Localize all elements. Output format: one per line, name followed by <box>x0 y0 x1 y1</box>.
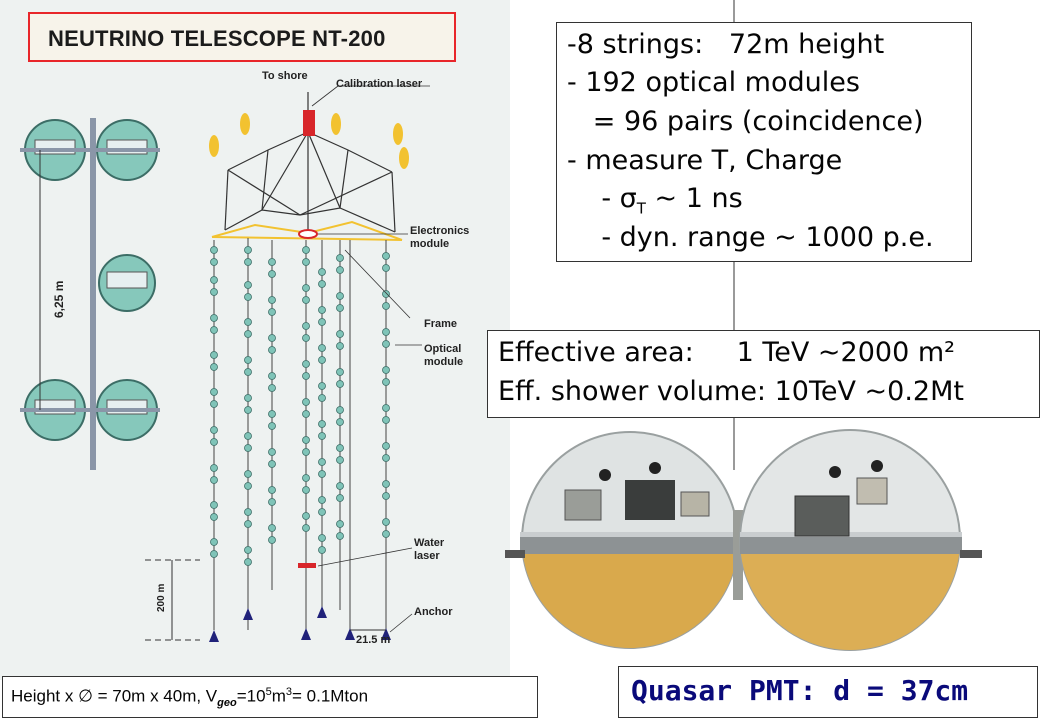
pmt-sphere-right <box>739 429 982 651</box>
height-caption-geo: geo <box>217 697 237 710</box>
effective-area-line: Effective area: 1 TeV ~2000 m² <box>498 337 955 368</box>
height-caption-exp5: 5 <box>265 686 272 698</box>
height-caption-unit: m <box>271 686 286 706</box>
sigma-subscript: T <box>636 199 646 218</box>
dimension-marks <box>39 150 386 641</box>
height-caption: Height x ∅ = 70m x 40m, Vgeo=105m3= 0.1M… <box>11 686 368 709</box>
anchors <box>209 606 391 642</box>
frame-structure <box>224 92 396 233</box>
title-box: NEUTRINO TELESCOPE NT-200 <box>28 12 456 62</box>
specs-box: -8 strings: 72m height - 192 optical mod… <box>556 22 972 262</box>
height-caption-mid: =10 <box>236 686 266 706</box>
label-dim-200: 200 m <box>156 583 167 612</box>
module-pair-middle <box>98 254 156 312</box>
water-laser-icon <box>298 563 316 568</box>
label-water-laser: Water laser <box>414 537 445 562</box>
label-optical-module: Optical module <box>424 343 464 368</box>
label-electronics-module: Electronics module <box>410 225 470 250</box>
label-frame: Frame <box>424 318 458 330</box>
pmt-connector <box>505 510 743 600</box>
specs-line-sigma: - σT ~ 1 ns <box>567 183 743 218</box>
sigma-suffix: ~ 1 ns <box>645 183 743 214</box>
effective-area-box: Effective area: 1 TeV ~2000 m² Eff. show… <box>487 330 1040 418</box>
height-caption-prefix: Height x ∅ = 70m x 40m, V <box>11 686 218 706</box>
specs-line-modules: - 192 optical modules <box>567 67 860 98</box>
specs-line-dynrange: - dyn. range ~ 1000 p.e. <box>567 222 934 253</box>
shower-volume-line: Eff. shower volume: 10TeV ~0.2Mt <box>498 376 964 407</box>
height-caption-exp3: 3 <box>285 686 292 698</box>
label-dim-625: 6,25 m <box>52 280 66 318</box>
label-leader-lines <box>311 85 430 633</box>
pmt-sphere-left <box>520 431 742 649</box>
calibration-laser-icon <box>303 110 315 136</box>
module-pair-stack <box>20 118 160 470</box>
diagram-title: NEUTRINO TELESCOPE NT-200 <box>48 26 386 51</box>
buoys <box>209 113 409 169</box>
label-anchor: Anchor <box>414 606 453 618</box>
detector-diagram-panel: NEUTRINO TELESCOPE NT-200 To shore Calib… <box>0 0 510 680</box>
module-pair-bottom <box>20 379 160 441</box>
optical-modules <box>210 246 390 566</box>
specs-line-pairs: = 96 pairs (coincidence) <box>567 106 924 137</box>
label-dim-215: 21.5 m <box>356 634 391 646</box>
label-to-shore: To shore <box>262 70 308 82</box>
height-caption-suffix: = 0.1Mton <box>291 686 369 706</box>
electronics-module-icon <box>298 229 318 239</box>
sigma-prefix: - σ <box>567 183 637 214</box>
detector-diagram <box>20 85 430 642</box>
label-calibration-laser: Calibration laser <box>336 78 423 90</box>
specs-line-measure: - measure T, Charge <box>567 145 843 176</box>
height-caption-box: Height x ∅ = 70m x 40m, Vgeo=105m3= 0.1M… <box>2 676 538 718</box>
quasar-pmt-photo <box>505 429 982 651</box>
quasar-label: Quasar PMT: d = 37cm <box>631 674 969 707</box>
strings <box>213 238 387 630</box>
specs-line-strings: -8 strings: 72m height <box>567 29 885 60</box>
quasar-label-box: Quasar PMT: d = 37cm <box>618 666 1038 718</box>
